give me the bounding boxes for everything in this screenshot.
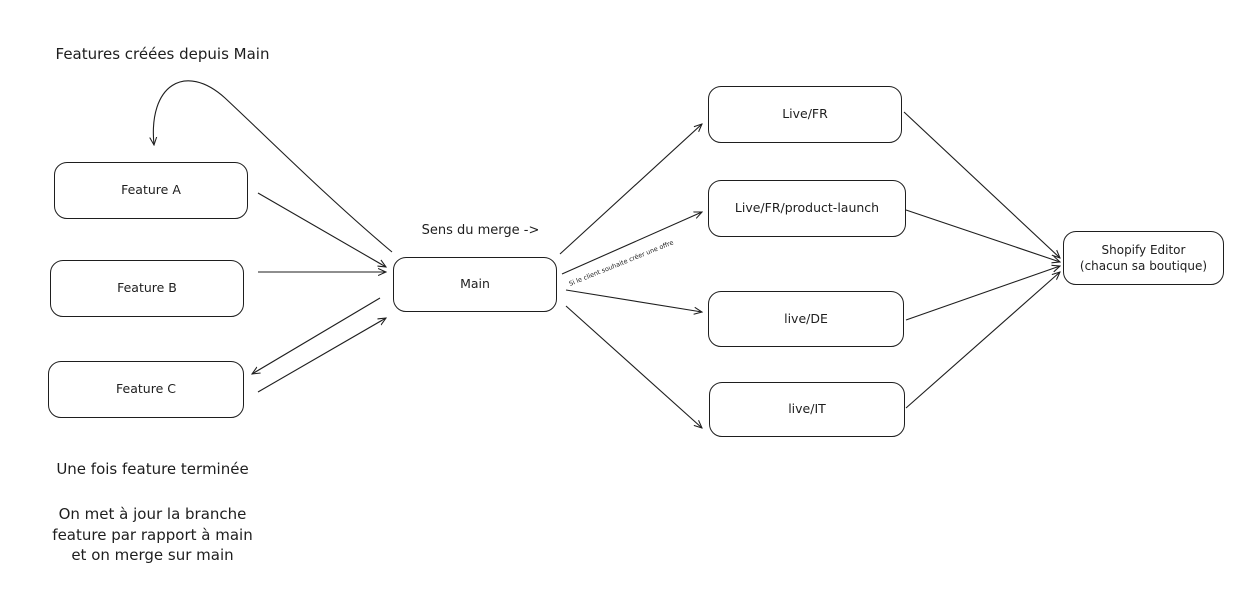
edge-live-fr-product-launch-to-shopify xyxy=(905,209,1060,262)
edge-main-to-feature-a xyxy=(153,80,393,253)
edge-label-offer: Si le client souhaite créer une offre xyxy=(568,238,675,287)
note-features-from-main: Features créées depuis Main xyxy=(55,45,270,63)
edge-main-to-live-fr xyxy=(559,124,702,255)
node-feature-b: Feature B xyxy=(50,260,244,317)
note-feature-done-title: Une fois feature terminée xyxy=(56,460,249,478)
edge-main-to-live-it xyxy=(565,305,702,428)
note-feature-done-body: On met à jour la branche feature par rap… xyxy=(52,505,253,565)
edge-feature-c-to-main xyxy=(257,318,386,393)
node-shopify-editor-label: Shopify Editor (chacun sa boutique) xyxy=(1079,242,1208,273)
node-shopify-editor: Shopify Editor (chacun sa boutique) xyxy=(1063,231,1224,285)
edge-feature-a-to-main xyxy=(257,192,386,267)
edge-main-to-live-fr-product-launch xyxy=(561,212,702,275)
node-feature-c: Feature C xyxy=(48,361,244,418)
node-main: Main xyxy=(393,257,557,312)
edge-live-de-to-shopify xyxy=(905,266,1060,321)
node-main-label: Main xyxy=(460,276,490,292)
node-live-it-label: live/IT xyxy=(788,401,826,417)
edge-main-to-live-de xyxy=(565,289,702,312)
edge-live-fr-to-shopify xyxy=(903,111,1060,258)
node-live-fr-product-launch: Live/FR/product-launch xyxy=(708,180,906,237)
note-merge-direction: Sens du merge -> xyxy=(421,223,540,238)
node-feature-b-label: Feature B xyxy=(117,280,177,296)
node-live-fr: Live/FR xyxy=(708,86,902,143)
node-live-fr-label: Live/FR xyxy=(782,106,828,122)
node-feature-a-label: Feature A xyxy=(121,182,181,198)
edge-live-it-to-shopify xyxy=(905,272,1060,409)
node-live-it: live/IT xyxy=(709,382,905,437)
node-feature-c-label: Feature C xyxy=(116,381,176,397)
node-live-de-label: live/DE xyxy=(784,310,828,326)
node-live-de: live/DE xyxy=(708,291,904,347)
node-live-fr-product-launch-label: Live/FR/product-launch xyxy=(734,200,880,216)
edge-main-to-feature-c xyxy=(252,297,381,374)
node-feature-a: Feature A xyxy=(54,162,248,219)
